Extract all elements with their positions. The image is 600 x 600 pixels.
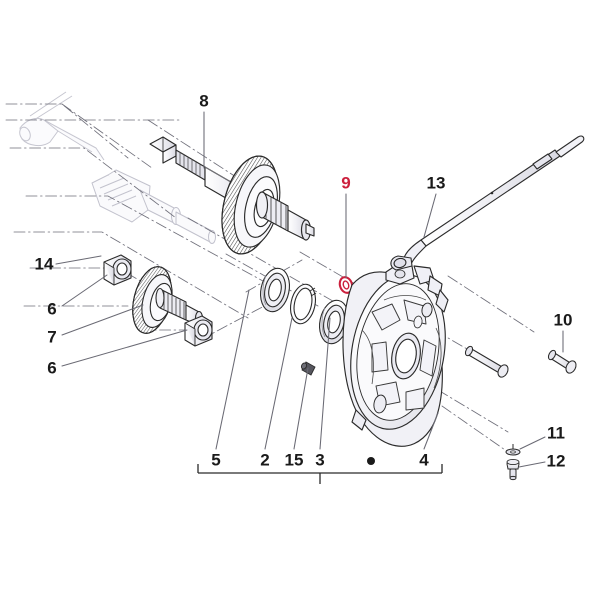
part-6-bushing-lower bbox=[184, 315, 213, 347]
callout-5: 5 bbox=[211, 450, 221, 470]
callout-13: 13 bbox=[426, 173, 446, 193]
callout-14: 14 bbox=[34, 254, 54, 274]
group-indicator-dot bbox=[367, 457, 375, 465]
callout-14-leader bbox=[55, 255, 102, 265]
callout-6a: 6 bbox=[47, 299, 57, 319]
callout-12: 12 bbox=[546, 451, 566, 471]
callout-3-leader bbox=[319, 317, 331, 450]
callout-2: 2 bbox=[260, 450, 270, 470]
part-5-ball-bearing bbox=[260, 267, 290, 313]
callout-9: 9 bbox=[341, 173, 351, 193]
callout-11: 11 bbox=[547, 423, 565, 443]
callout-leader-lines bbox=[55, 111, 564, 468]
callout-15: 15 bbox=[284, 450, 304, 470]
callout-4: 4 bbox=[419, 450, 429, 470]
callout-13-leader bbox=[423, 193, 437, 238]
callout-2-leader bbox=[264, 317, 293, 450]
part-7-intermediate-gear bbox=[132, 266, 204, 334]
assembly-group-bracket bbox=[197, 464, 443, 484]
ghost-bevel-pinion bbox=[91, 169, 216, 244]
part-6-bushing-upper bbox=[103, 254, 132, 286]
part-2-circlip bbox=[289, 283, 317, 325]
callout-12-leader bbox=[518, 461, 546, 468]
callout-10: 10 bbox=[553, 310, 573, 330]
callout-8: 8 bbox=[199, 91, 209, 111]
part-15-dowel-pin bbox=[300, 361, 316, 376]
part-4-transmission-cover bbox=[342, 263, 449, 447]
callout-6a-leader bbox=[61, 274, 108, 307]
part-9-o-ring-highlight bbox=[338, 276, 354, 294]
callout-11-leader bbox=[519, 436, 546, 450]
part-8-input-shaft-gear bbox=[149, 136, 315, 255]
callout-5-leader bbox=[215, 289, 250, 450]
callout-6b: 6 bbox=[47, 358, 57, 378]
part-10-pin-shaft bbox=[547, 349, 577, 374]
part-11-washer bbox=[505, 444, 521, 456]
callout-15-leader bbox=[293, 367, 309, 450]
ghost-assembly-14 bbox=[19, 91, 105, 161]
part-13-breather-tube bbox=[390, 135, 585, 271]
part-12-bolt bbox=[506, 458, 520, 481]
callout-7: 7 bbox=[47, 327, 57, 347]
callout-3: 3 bbox=[315, 450, 325, 470]
callout-6b-leader bbox=[61, 329, 188, 367]
callout-4-leader bbox=[423, 412, 439, 450]
callout-7-leader bbox=[61, 304, 144, 336]
pin-shaft-inner bbox=[464, 345, 509, 378]
